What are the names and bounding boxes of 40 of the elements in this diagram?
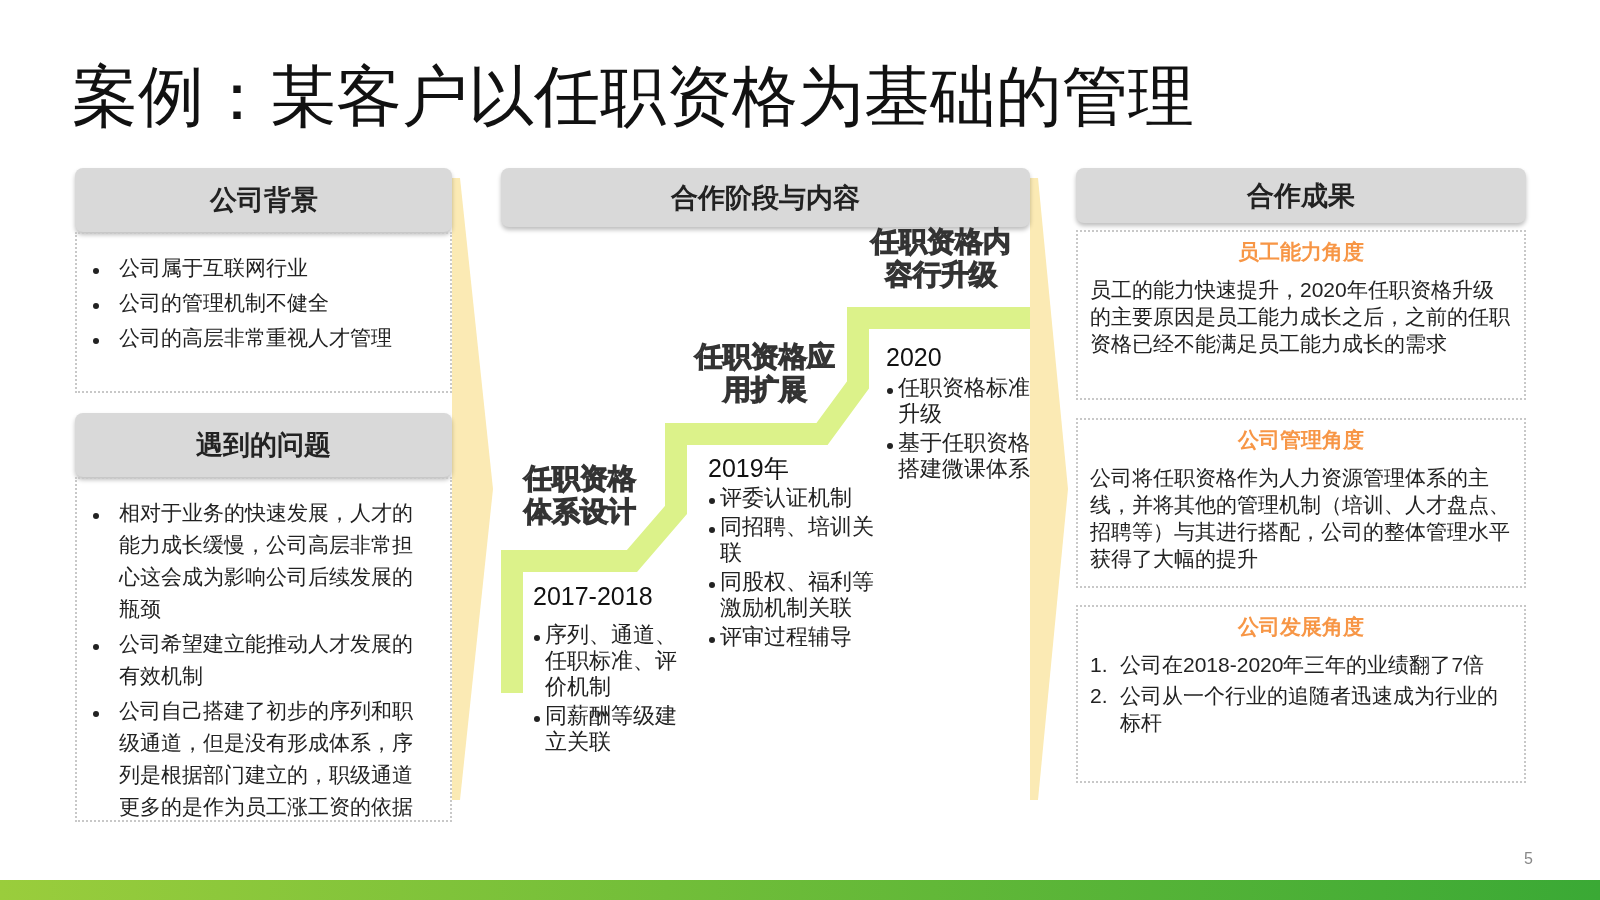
- list-item: 评审过程辅导: [720, 624, 852, 649]
- box-heading: 公司发展角度: [1237, 614, 1365, 640]
- box-heading: 公司管理角度: [1237, 427, 1365, 453]
- box-heading: 员工能力角度: [1237, 239, 1365, 265]
- list-item: 公司希望建立能推动人才发展的有效机制: [119, 632, 413, 687]
- stage-title: 任职资格应用扩展: [693, 340, 836, 406]
- result-box: [1076, 230, 1526, 400]
- body-text: 公司将任职资格作为人力资源管理体系的主线，并将其他的管理机制（培训、人才盘点、招聘等）与其进行搭配，公司的整体管理水平获得了大幅的提升: [1090, 465, 1511, 572]
- list-number: 1.: [1090, 652, 1109, 678]
- list-item: 同招聘、培训关联: [720, 514, 874, 565]
- list-item: 公司的高层非常重视人才管理: [119, 326, 392, 349]
- list-item: 任职资格标准升级: [898, 375, 1030, 426]
- section-header: 合作阶段与内容: [501, 168, 1030, 227]
- stage-title: 任职资格体系设计: [522, 462, 637, 528]
- list-item: 公司属于互联网行业: [119, 256, 308, 279]
- list-item: 基于任职资格搭建微课体系: [898, 430, 1030, 481]
- list-item: 公司在2018-2020年三年的业绩翻了7倍: [1120, 652, 1485, 678]
- chevron-shape: [1030, 178, 1070, 800]
- list-item: 公司的管理机制不健全: [119, 291, 329, 314]
- year-label: 2017-2018: [533, 582, 653, 611]
- list-item: 评委认证机制: [720, 485, 852, 510]
- year-label: 2019年: [708, 453, 789, 484]
- result-box: [1076, 605, 1526, 783]
- slide-title: 案例：某客户以任职资格为基础的管理: [72, 58, 1194, 135]
- list-item: 同股权、福利等激励机制关联: [720, 569, 874, 620]
- section-header: 公司背景: [75, 168, 452, 232]
- list-number: 2.: [1090, 683, 1109, 709]
- list-item: 序列、通道、任职标准、评价机制: [545, 622, 677, 699]
- list-item: 相对于业务的快速发展，人才的能力成长缓慢，公司高层非常担心这会成为影响公司后续发展的瓶颈: [119, 501, 413, 620]
- list-item: 公司从一个行业的追随者迅速成为行业的标杆: [1120, 683, 1499, 736]
- body-text: 员工的能力快速提升，2020年任职资格升级的主要原因是员工能力成长之后，之前的任职资格已经不能满足员工能力成长的需求: [1090, 277, 1511, 357]
- stage-title: 任职资格内容行升级: [869, 225, 1012, 291]
- page-number: 5: [1524, 850, 1533, 868]
- result-box: [1076, 418, 1526, 588]
- section-header: 遇到的问题: [75, 413, 452, 477]
- list-item: 公司自己搭建了初步的序列和职级通道，但是没有形成体系，序列是根据部门建立的，职级通道更多的是作为员工涨工资的依据: [119, 699, 413, 818]
- section-header: 合作成果: [1076, 168, 1526, 223]
- year-label: 2020: [886, 343, 942, 372]
- list-item: 同薪酬等级建立关联: [545, 703, 677, 754]
- chevron-shape: [452, 178, 495, 800]
